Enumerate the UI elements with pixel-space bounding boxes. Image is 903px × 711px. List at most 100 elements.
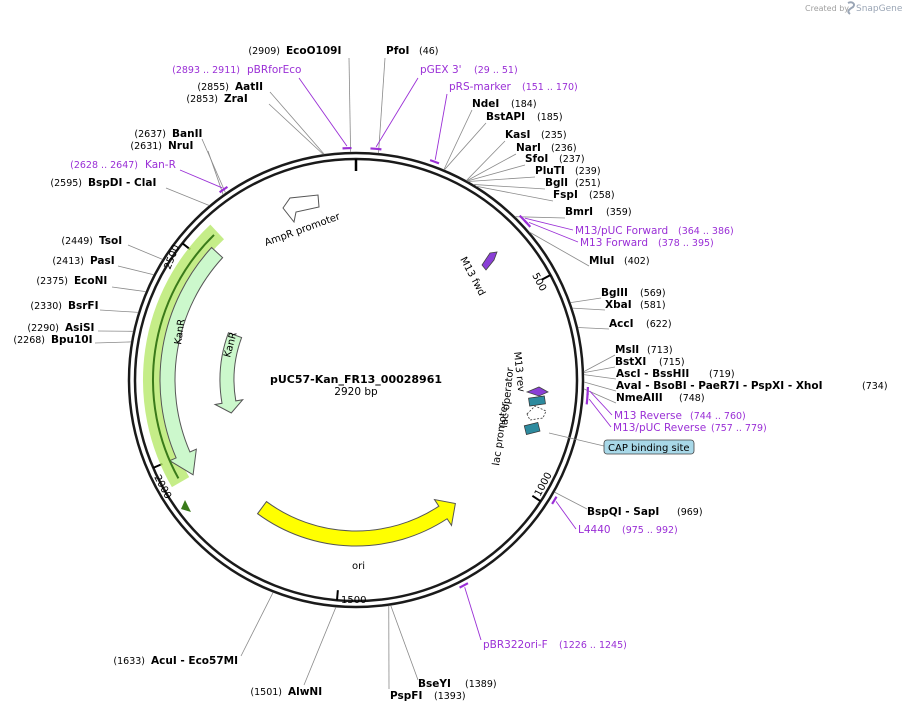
site-position: (569): [640, 288, 666, 299]
site-zrai[interactable]: (2853)ZraI: [186, 93, 247, 105]
cap-binding-site-label: CAP binding site: [608, 443, 690, 454]
primer-m13-puc-forward[interactable]: M13/pUC Forward(364 .. 386): [575, 225, 734, 237]
site-name: BsrFI: [68, 300, 99, 312]
m13-rev-label: M13 rev: [511, 351, 526, 393]
site-bmri[interactable]: BmrI(359): [565, 206, 632, 218]
site-bstxi[interactable]: BstXI(715): [615, 356, 685, 368]
site-name: BspQI - SapI: [587, 506, 659, 518]
plasmid-size: 2920 bp: [334, 386, 378, 398]
site-name: PspFI: [390, 690, 422, 702]
site-leader-line: [473, 184, 546, 190]
site-leader-line: [303, 606, 337, 686]
kanr-orf-arrowhead: [181, 500, 191, 512]
site-position: (258): [589, 190, 615, 201]
ampr-promoter-feature[interactable]: AmpR promoter: [263, 194, 343, 249]
site-pspfi[interactable]: PspFI(1393): [390, 690, 466, 702]
cap-site-box: [523, 422, 541, 435]
primer-name: M13/pUC Reverse: [613, 422, 706, 434]
credit: Created by SnapGene: [805, 1, 903, 15]
site-nrui[interactable]: (2631)NruI: [130, 140, 193, 152]
site-pfoi[interactable]: PfoI(46): [386, 45, 439, 57]
site-asisi[interactable]: (2290)AsiSI: [27, 322, 94, 334]
m13-fwd-feature[interactable]: M13 fwd: [457, 251, 498, 298]
site-leader-line: [207, 150, 224, 195]
site-acui-eco57mi[interactable]: (1633)AcuI - Eco57MI: [113, 655, 238, 667]
site-alwni[interactable]: (1501)AlwNI: [250, 686, 322, 698]
site-acci[interactable]: AccI (622): [609, 318, 672, 330]
site-ndei[interactable]: NdeI(184): [472, 98, 537, 110]
snapgene-logo-icon: [847, 1, 856, 15]
site-position: (2637): [134, 129, 166, 140]
site-pasi[interactable]: (2413)PasI: [52, 255, 114, 267]
primer-m13-forward[interactable]: M13 Forward(378 .. 395): [580, 237, 714, 249]
primer-m13-reverse[interactable]: M13 Reverse(744 .. 760): [614, 410, 746, 422]
primer-leader-line: [524, 217, 574, 231]
ori-feature[interactable]: ori: [256, 498, 456, 572]
site-name: AlwNI: [288, 686, 322, 698]
site-msli[interactable]: MslI(713): [615, 344, 673, 356]
site-name: BglI: [545, 177, 568, 189]
m13-rev-arrow: [525, 386, 549, 397]
kanr-inner-gene-feature[interactable]: KanR: [213, 331, 244, 414]
site-name: Bpu10I: [51, 334, 93, 346]
lac-region[interactable]: M13 rev lac operator lac promoter CAP bi…: [491, 351, 695, 466]
primer-name: pGEX 3': [420, 64, 462, 76]
site-name: AccI: [609, 318, 633, 330]
site-position: (2330): [30, 301, 62, 312]
primer-pbrforeco[interactable]: (2893 .. 2911) pBRforEco: [172, 64, 301, 76]
primer-prs-marker[interactable]: pRS-marker(151 .. 170): [449, 81, 578, 93]
site-leader-line: [583, 366, 616, 374]
site-bstapi[interactable]: BstAPI(185): [486, 111, 563, 123]
site-pluti[interactable]: PluTI(239): [535, 165, 601, 177]
primer-l4440[interactable]: L4440(975 .. 992): [578, 524, 678, 536]
primer-leader-line: [298, 77, 348, 147]
primer-name: pBRforEco: [247, 64, 301, 76]
site-name: PfoI: [386, 45, 409, 57]
primer-kan-r[interactable]: (2628 .. 2647)Kan-R: [70, 159, 176, 171]
site-nari[interactable]: NarI(236): [516, 142, 577, 154]
cap-binding-site-badge[interactable]: [603, 439, 695, 455]
site-bsrfi[interactable]: (2330) BsrFI: [30, 300, 98, 312]
site-nmeaiii[interactable]: NmeAIII(748): [616, 392, 705, 404]
site-leader-line: [378, 57, 386, 154]
site-aatii[interactable]: (2855)AatII: [197, 81, 263, 93]
site-asci-bsshii[interactable]: AscI - BssHII(719): [616, 368, 735, 380]
primer-range: (151 .. 170): [522, 82, 578, 93]
site-leader-line: [269, 91, 325, 155]
site-name: SfoI: [525, 153, 548, 165]
site-name: BglII: [601, 287, 628, 299]
site-banii[interactable]: (2637)BanII: [134, 128, 202, 140]
site-leader-line: [468, 176, 536, 182]
primer-m13-puc-reverse[interactable]: M13/pUC Reverse(757 .. 779): [613, 422, 767, 434]
site-avai-xhoi[interactable]: AvaI - BsoBI - PaeR7I - PspXI - XhoI(734…: [616, 380, 888, 392]
primer-leader-line: [589, 390, 613, 416]
site-fspi[interactable]: FspI(258): [553, 189, 615, 201]
ruler-tick-mark: [541, 274, 551, 281]
site-ecoo109i[interactable]: (2909)EcoO109I: [248, 45, 341, 57]
primer-pgex3[interactable]: pGEX 3'(29 .. 51): [420, 64, 518, 76]
primer-range: (2628 .. 2647): [70, 160, 138, 171]
site-bseyi[interactable]: BseYI(1389): [418, 678, 497, 690]
site-tsoi[interactable]: (2449)TsoI: [61, 235, 122, 247]
site-bspqi-sapi[interactable]: BspQI - SapI(969): [587, 506, 703, 518]
primer-markers: [179, 77, 613, 641]
site-leader-line: [94, 341, 132, 344]
primer-range: (2893 .. 2911): [172, 65, 240, 76]
site-econi[interactable]: (2375)EcoNI: [36, 275, 107, 287]
site-bglii[interactable]: BglII (569): [601, 287, 666, 299]
site-xbai[interactable]: XbaI(581): [605, 299, 666, 311]
site-bgli[interactable]: BglI(251): [545, 177, 601, 189]
site-mlui[interactable]: MluI(402): [589, 255, 650, 267]
primer-pbr322ori-f[interactable]: pBR322ori-F(1226 .. 1245): [483, 639, 627, 651]
kanr-gene-feature[interactable]: KanR: [143, 224, 225, 512]
site-position: (622): [646, 319, 672, 330]
primer-name: M13/pUC Forward: [575, 225, 668, 237]
site-bpu10i[interactable]: (2268)Bpu10I: [13, 334, 92, 346]
site-name: NarI: [516, 142, 541, 154]
primer-name: M13 Reverse: [614, 410, 682, 422]
ruler-tick-500: 500: [529, 271, 551, 293]
site-sfoi[interactable]: SfoI(237): [525, 153, 585, 165]
site-kasi[interactable]: KasI(235): [505, 129, 567, 141]
site-bspdi-clai[interactable]: (2595)BspDI - ClaI: [50, 177, 156, 189]
site-position: (184): [511, 99, 537, 110]
